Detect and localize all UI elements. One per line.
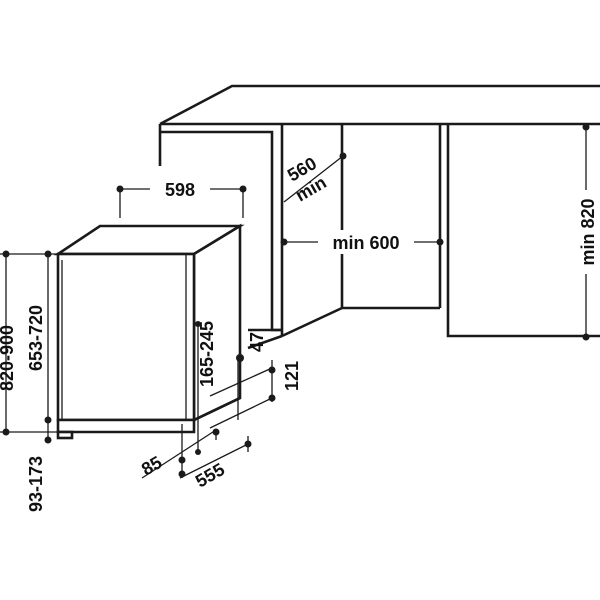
label-85: 85: [138, 452, 165, 479]
dim-gap-121: [209, 360, 276, 429]
label-min-600: min 600: [332, 233, 399, 253]
label-93-173: 93-173: [26, 456, 46, 512]
label-820-900: 820-900: [0, 325, 17, 391]
niche: [160, 124, 284, 350]
dim-gap-47: [236, 354, 244, 420]
dim-width-598: [116, 178, 247, 218]
label-598: 598: [165, 180, 195, 200]
dim-depth-560: [283, 152, 347, 203]
label-47: 47: [247, 332, 267, 352]
label-min-820: min 820: [578, 198, 598, 265]
worktop: [158, 84, 600, 166]
label-121: 121: [282, 361, 302, 391]
dim-foot-height: [44, 420, 52, 444]
label-165-245: 165-245: [197, 321, 217, 387]
dim-cabinet-width: [280, 230, 444, 254]
dim-cabinet-height: [576, 123, 596, 341]
dim-panel-offset: [195, 321, 201, 455]
dishwasher: [53, 223, 245, 440]
label-555: 555: [192, 459, 228, 491]
label-653-720: 653-720: [26, 305, 46, 371]
dim-depth-555: [141, 424, 252, 479]
